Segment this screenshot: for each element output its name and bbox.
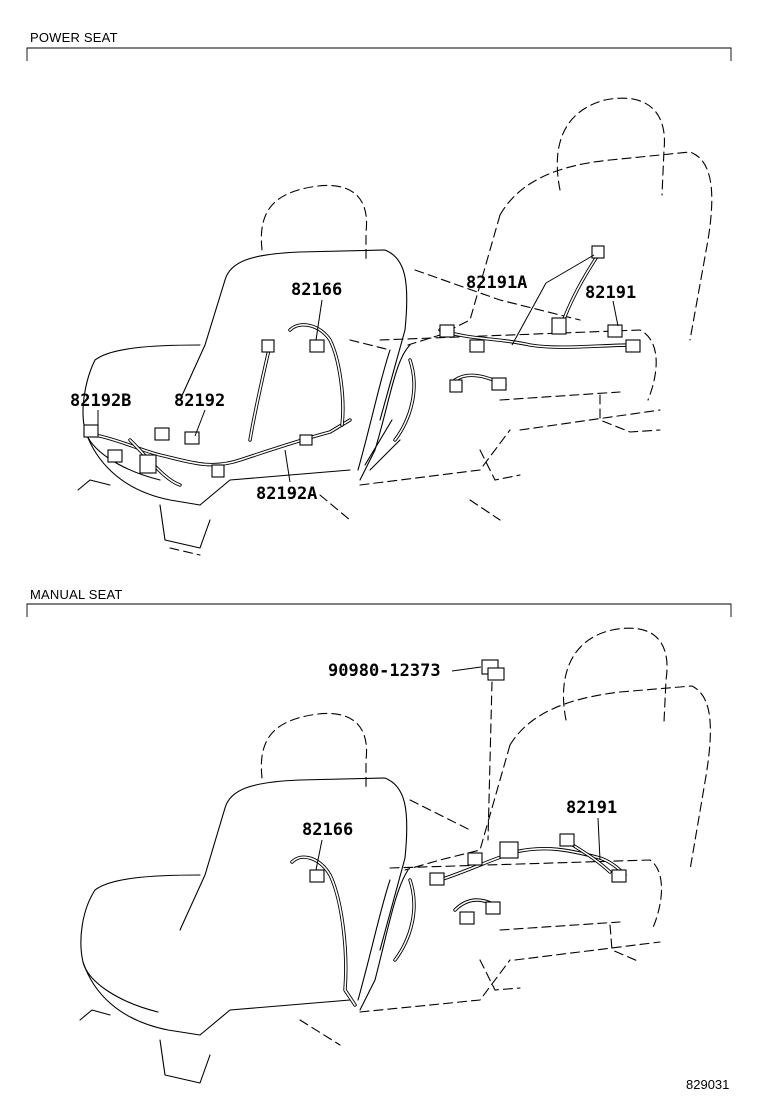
- manual-seat-harness: [290, 838, 627, 1007]
- power-seat-illustration: [77, 97, 713, 556]
- manual-seat-frame: [26, 603, 732, 617]
- callout-82192: 82192: [174, 391, 226, 411]
- figure-id: 829031: [686, 1077, 730, 1092]
- left-seat-outline: [77, 184, 408, 556]
- right-seat-outline: [379, 97, 713, 521]
- callout-82166: 82166: [291, 280, 343, 300]
- section-title-manual-seat: MANUAL SEAT: [30, 587, 123, 602]
- power-seat-harness: [93, 253, 637, 487]
- power-seat-frame: [26, 47, 732, 61]
- manual-seat-connectors: [309, 659, 627, 925]
- manual-seat-leaders: [315, 666, 601, 871]
- middle-seat-outline: [349, 339, 511, 486]
- right-seat-outline-manual: [389, 627, 711, 991]
- callout-90980-12373: 90980-12373: [328, 661, 441, 681]
- callout-82166-manual: 82166: [302, 820, 354, 840]
- section-title-power-seat: POWER SEAT: [30, 30, 118, 45]
- power-seat-leaders: [97, 254, 619, 483]
- power-seat-connectors: [83, 245, 641, 478]
- callout-82191-manual: 82191: [566, 798, 618, 818]
- callout-82192B: 82192B: [70, 391, 132, 411]
- callout-82191: 82191: [585, 283, 637, 303]
- left-seat-outline-manual: [79, 712, 408, 1084]
- middle-seat-outline-manual: [357, 869, 511, 1013]
- callout-82192A: 82192A: [256, 484, 318, 504]
- callout-82191A: 82191A: [466, 273, 528, 293]
- manual-seat-illustration: [79, 627, 711, 1084]
